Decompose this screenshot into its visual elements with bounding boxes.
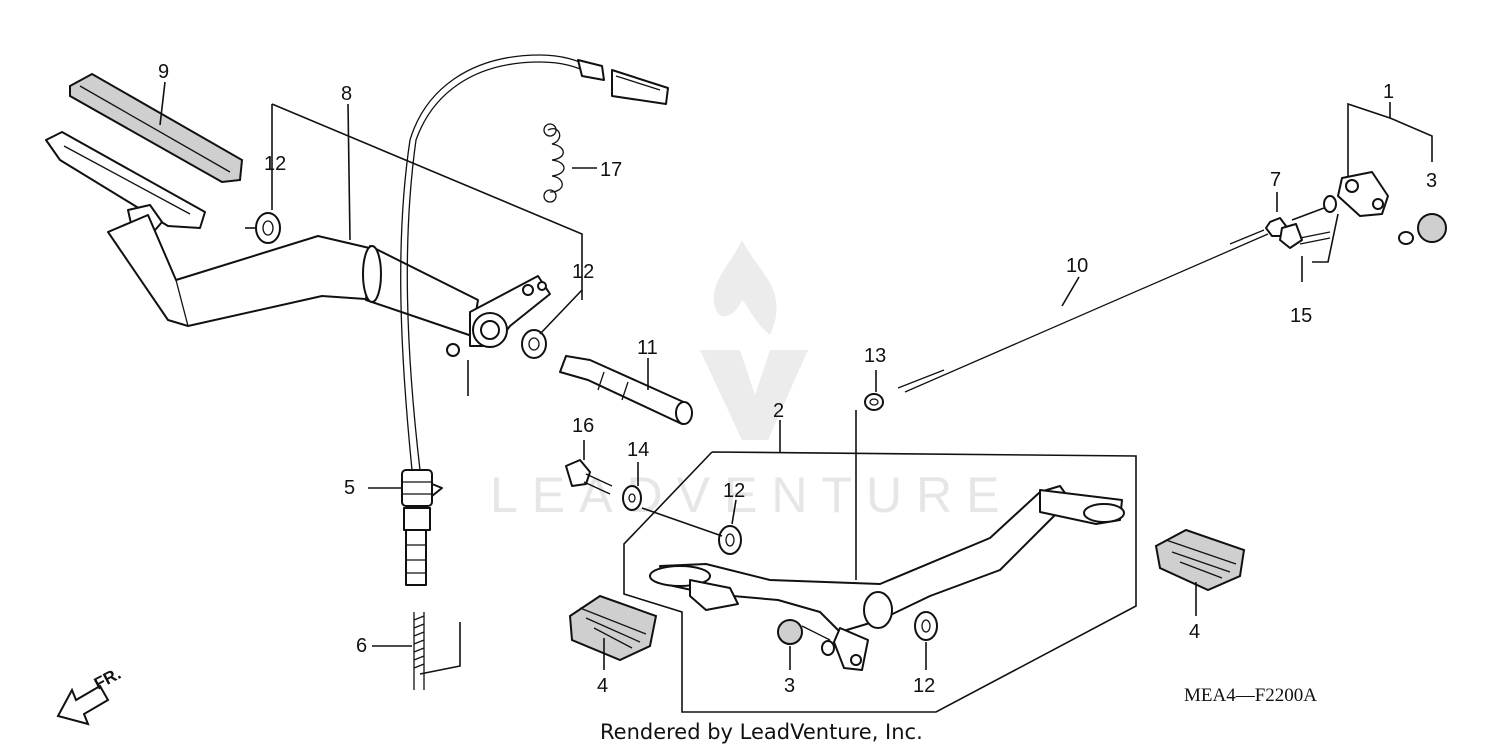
footrest-pad-9[interactable] <box>69 72 244 184</box>
washer-14[interactable] <box>622 485 642 511</box>
callout-4-right[interactable]: 4 <box>1189 621 1200 643</box>
callout-5[interactable]: 5 <box>344 477 355 499</box>
bolt-16[interactable] <box>565 459 613 495</box>
shift-rod-10[interactable] <box>897 229 1269 393</box>
joint-1[interactable] <box>1323 171 1389 217</box>
collar-12-left[interactable] <box>255 212 281 244</box>
watermark: LEADVENTURE <box>490 240 1000 523</box>
nut-13[interactable] <box>864 393 884 411</box>
callout-9[interactable]: 9 <box>158 61 169 83</box>
callout-10[interactable]: 10 <box>1066 255 1088 277</box>
callout-12-mid[interactable]: 12 <box>572 261 594 283</box>
callout-11[interactable]: 11 <box>637 337 658 359</box>
front-direction-arrow: FR. <box>56 664 124 726</box>
callout-7[interactable]: 7 <box>1270 169 1281 191</box>
callout-6[interactable]: 6 <box>356 635 367 657</box>
leader-lines <box>159 81 1433 713</box>
callout-2[interactable]: 2 <box>773 400 784 422</box>
callout-17[interactable]: 17 <box>600 159 622 181</box>
render-credit: Rendered by LeadVenture, Inc. <box>600 720 923 744</box>
callout-15[interactable]: 15 <box>1290 305 1312 327</box>
callout-12-left[interactable]: 12 <box>264 153 286 175</box>
spring-17[interactable] <box>543 123 565 203</box>
callout-12-right[interactable]: 12 <box>913 675 935 697</box>
diagram-code: MEA4—F2200A <box>1184 685 1317 706</box>
callout-4-left[interactable]: 4 <box>597 675 608 697</box>
cap-3-right[interactable] <box>1398 213 1447 245</box>
arrow-left-down-icon <box>56 684 110 726</box>
callout-1[interactable]: 1 <box>1383 81 1394 103</box>
pivot-pin-11[interactable] <box>559 355 693 425</box>
cap-3-lower[interactable] <box>777 619 835 656</box>
collar-12-mid[interactable] <box>521 329 547 359</box>
rubber-4-left[interactable] <box>568 594 658 662</box>
bolt-15[interactable] <box>1279 223 1331 249</box>
callout-3-lower[interactable]: 3 <box>784 675 795 697</box>
pedal-arm-8[interactable] <box>107 214 551 357</box>
callout-16[interactable]: 16 <box>572 415 594 437</box>
callout-13[interactable]: 13 <box>864 345 886 367</box>
rubber-4-right[interactable] <box>1154 528 1246 592</box>
cable-assembly[interactable] <box>400 54 669 471</box>
callouts: 1 2 3 3 4 4 5 6 7 8 9 10 11 12 12 12 12 … <box>158 61 1437 697</box>
callout-14[interactable]: 14 <box>627 439 649 461</box>
callout-3-right[interactable]: 3 <box>1426 170 1437 192</box>
callout-12-lower[interactable]: 12 <box>723 480 745 502</box>
collar-12-right[interactable] <box>914 611 938 641</box>
watermark-flame-icon <box>713 240 777 335</box>
shift-pedal-2[interactable] <box>649 485 1125 671</box>
watermark-v-icon <box>700 350 808 440</box>
cable-switch-5[interactable] <box>401 469 443 586</box>
spring-6[interactable] <box>413 612 425 690</box>
callout-8[interactable]: 8 <box>341 83 352 105</box>
collar-12-lower[interactable] <box>718 525 742 555</box>
